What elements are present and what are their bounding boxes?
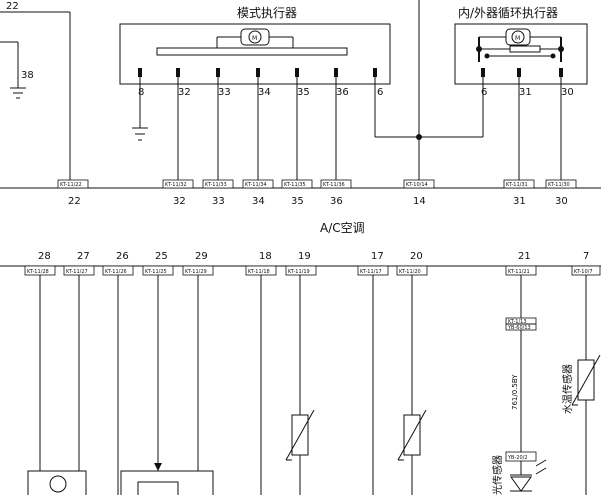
bottom-connector-label: KT-11/21 xyxy=(508,269,530,275)
top-wire-number: 22 xyxy=(68,196,81,207)
top-wire-numbers: 22 32 33 34 35 36 14 31 30 xyxy=(68,196,568,207)
bottom-connector-label: KT-11/18 xyxy=(248,269,270,275)
bottom-connector-label: KT-11/17 xyxy=(360,269,382,275)
mode-actuator: 模式执行器 M 8 32 33 34 35 36 6 xyxy=(119,6,391,98)
top-connectors: KT-11/22 KT-11/32 KT-11/33 KT-11/34 KT-1… xyxy=(57,179,577,189)
bottom-connector-label: KT-10/7 xyxy=(574,269,593,275)
bottom-wire-number: 21 xyxy=(518,251,531,262)
bottom-wire-number: 20 xyxy=(410,251,423,262)
top-wire-number: 14 xyxy=(413,196,426,207)
inline-connector-label: YB-20/2 xyxy=(507,455,528,461)
top-wire-number: 30 xyxy=(555,196,568,207)
water-temp-sensor: 水温传感器 xyxy=(561,354,601,414)
top-connector-label: KT-11/35 xyxy=(284,182,306,188)
bottom-wire-number: 19 xyxy=(298,251,311,262)
top-connector-label: KT-11/32 xyxy=(165,182,187,188)
thermistor-icon xyxy=(397,409,427,461)
top-wire-number: 36 xyxy=(330,196,343,207)
top-connector-label: KT-11/30 xyxy=(548,182,570,188)
section-label-ac: A/C空调 xyxy=(320,221,365,235)
wire-spec-label: 761/0.5BY xyxy=(511,374,519,410)
top-wire-number: 33 xyxy=(212,196,225,207)
ground-icon-mode xyxy=(132,127,148,141)
inline-connector-label: KT-1/13 xyxy=(508,319,527,325)
mode-actuator-title: 模式执行器 xyxy=(237,6,297,20)
light-sensor-label: 光传感器 xyxy=(491,455,504,495)
top-connector-label: KT-11/34 xyxy=(245,182,267,188)
bottom-wire-number: 28 xyxy=(38,251,51,262)
top-wire-number: 31 xyxy=(513,196,526,207)
bottom-connector-label: KT-11/29 xyxy=(185,269,207,275)
top-wire-number: 35 xyxy=(291,196,304,207)
light-sensor-diode-icon xyxy=(510,459,547,492)
water-temp-sensor-label: 水温传感器 xyxy=(561,364,574,414)
bottom-connector-label: KT-11/19 xyxy=(288,269,310,275)
mode-pin-6: 6 xyxy=(377,87,383,98)
mode-pin-34: 34 xyxy=(258,87,271,98)
bottom-connector-label: KT-11/26 xyxy=(105,269,127,275)
ground-icon-left xyxy=(10,87,26,99)
bottom-wire-number: 29 xyxy=(195,251,208,262)
thermistor-icon xyxy=(285,409,315,461)
motor-label-recirc: M xyxy=(515,35,520,42)
bottom-connectors: KT-11/28 KT-11/27 KT-11/26 KT-11/25 KT-1… xyxy=(24,265,601,276)
mode-pin-33: 33 xyxy=(218,87,231,98)
arrow-down-icon xyxy=(154,463,162,471)
bottom-wire-number: 18 xyxy=(259,251,272,262)
bottom-connector-label: KT-11/25 xyxy=(145,269,167,275)
bottom-connector-label: KT-11/27 xyxy=(66,269,88,275)
top-connector-label: KT-11/22 xyxy=(60,182,82,188)
recirc-actuator-title: 内/外器循环执行器 xyxy=(458,6,558,20)
mode-pin-35: 35 xyxy=(297,87,310,98)
bottom-connector-label: KT-11/28 xyxy=(27,269,49,275)
top-wire-number: 34 xyxy=(252,196,265,207)
bottom-wire-number: 7 xyxy=(583,251,589,262)
bottom-wire-number: 26 xyxy=(116,251,129,262)
top-wire-number: 32 xyxy=(173,196,186,207)
wire-label-22-top: 22 xyxy=(6,1,19,12)
motor-icon-recirc: M xyxy=(505,28,531,46)
recirc-actuator: 内/外器循环执行器 M 6 31 30 xyxy=(454,6,588,98)
bottom-wire-number: 17 xyxy=(371,251,384,262)
bottom-connector-label: KT-11/20 xyxy=(399,269,421,275)
recirc-pin-6: 6 xyxy=(481,87,487,98)
bottom-wire-number: 27 xyxy=(77,251,90,262)
ground-pin-38: 38 xyxy=(21,70,34,81)
top-connector-label: KT-10/14 xyxy=(406,182,428,188)
inline-connector-label: YB-60/13 xyxy=(507,325,531,331)
recirc-pin-30: 30 xyxy=(561,87,574,98)
motor-label-mode: M xyxy=(252,35,257,42)
mode-pin-8: 8 xyxy=(138,87,144,98)
bottom-wire-numbers: 28 27 26 25 29 18 19 17 20 21 7 xyxy=(38,251,589,262)
recirc-pin-31: 31 xyxy=(519,87,532,98)
mode-pin-36: 36 xyxy=(336,87,349,98)
bottom-wire-number: 25 xyxy=(155,251,168,262)
top-connector-label: KT-11/31 xyxy=(506,182,528,188)
top-connector-label: KT-11/33 xyxy=(205,182,227,188)
motor-icon-mode: M xyxy=(240,28,270,46)
mode-pin-32: 32 xyxy=(178,87,191,98)
top-connector-label: KT-11/36 xyxy=(323,182,345,188)
